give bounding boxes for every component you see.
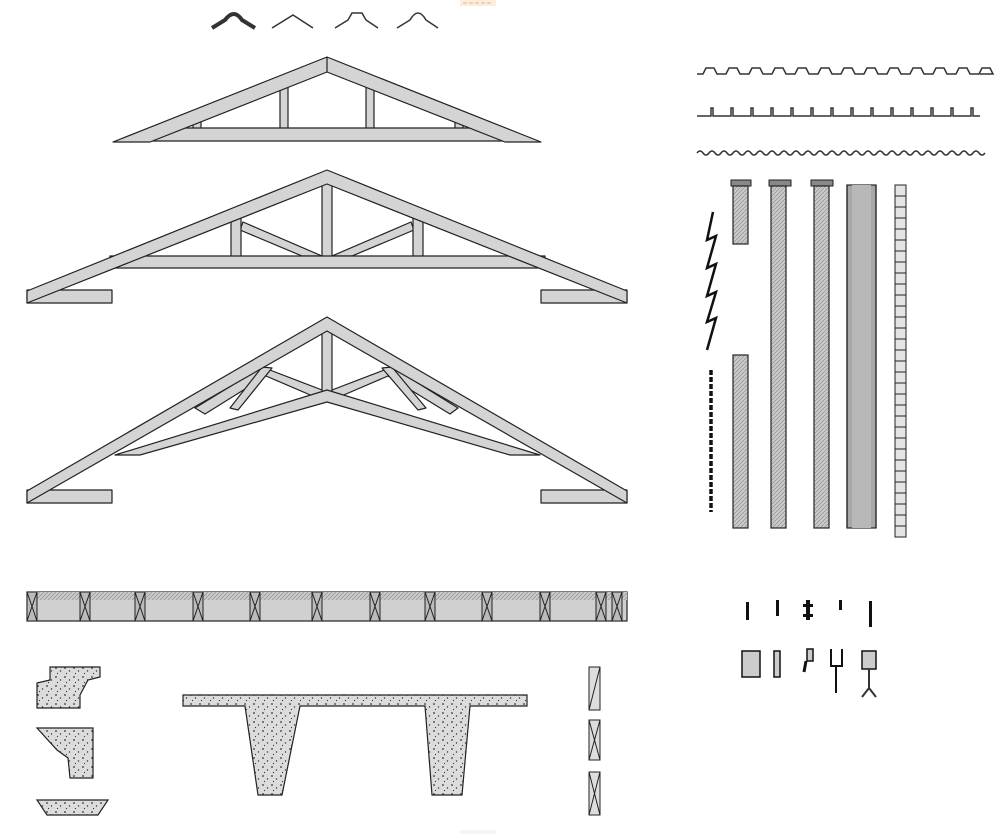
corbel-section bbox=[35, 727, 94, 779]
beam-stud bbox=[192, 591, 204, 622]
ridge-cap-pointed bbox=[271, 14, 314, 29]
king-post-truss bbox=[112, 56, 542, 143]
slab-section bbox=[35, 799, 110, 816]
pin-icon bbox=[839, 600, 842, 610]
block-unit bbox=[894, 437, 907, 450]
beam-stud bbox=[424, 591, 436, 622]
composite-beam bbox=[26, 591, 628, 622]
wall-section-4 bbox=[846, 184, 877, 529]
anchor-leg-icon bbox=[861, 669, 877, 698]
block-unit bbox=[894, 448, 907, 461]
beam-stud bbox=[539, 591, 551, 622]
double-tee-section bbox=[182, 694, 528, 796]
block-unit bbox=[894, 283, 907, 296]
block-unit bbox=[894, 261, 907, 274]
beam-stud bbox=[26, 591, 38, 622]
block-unit bbox=[894, 305, 907, 318]
block-unit bbox=[894, 338, 907, 351]
block-unit bbox=[894, 228, 907, 241]
block-unit bbox=[894, 184, 907, 197]
corrugated-sheet-profile bbox=[696, 150, 986, 156]
trapezoidal-sheet-profile bbox=[697, 67, 995, 75]
washer-icon bbox=[803, 604, 813, 607]
block-unit bbox=[894, 217, 907, 230]
beam-stud bbox=[311, 591, 323, 622]
block-unit bbox=[894, 382, 907, 395]
block-unit bbox=[894, 393, 907, 406]
fasteners bbox=[741, 600, 877, 698]
block-unit bbox=[894, 294, 907, 307]
bottom-chord bbox=[109, 255, 546, 269]
wall-section-3 bbox=[810, 179, 834, 529]
block-unit bbox=[894, 349, 907, 362]
beam-stud bbox=[134, 591, 146, 622]
block-unit bbox=[894, 404, 907, 417]
block-unit bbox=[894, 415, 907, 428]
roof-sheet-profiles bbox=[696, 67, 995, 156]
post-sections bbox=[588, 666, 601, 816]
block-unit bbox=[894, 514, 907, 527]
ridge-cap-flat bbox=[334, 12, 379, 29]
fork-anchor-icon bbox=[830, 649, 843, 693]
u-bracket-icon bbox=[741, 650, 761, 678]
top-chord bbox=[26, 169, 628, 304]
top-chord bbox=[26, 316, 628, 504]
bolt-icon bbox=[869, 601, 872, 627]
beam-stud bbox=[79, 591, 91, 622]
block-unit bbox=[894, 250, 907, 263]
ridge-cap-arched bbox=[396, 12, 439, 29]
queen-post-truss bbox=[26, 169, 628, 304]
ridge-cap-profiles bbox=[210, 12, 439, 30]
anchor-plate-icon bbox=[861, 650, 877, 670]
washer-icon bbox=[803, 614, 813, 617]
ledger-section bbox=[36, 666, 101, 709]
hook-icon bbox=[806, 648, 814, 662]
bolt-icon bbox=[776, 600, 779, 616]
block-unit bbox=[894, 371, 907, 384]
block-unit bbox=[894, 316, 907, 329]
block-unit bbox=[894, 195, 907, 208]
block-unit bbox=[894, 481, 907, 494]
block-unit bbox=[894, 239, 907, 252]
wall-sections bbox=[705, 179, 907, 538]
bolt-icon bbox=[746, 602, 749, 620]
block-unit bbox=[894, 459, 907, 472]
wall-section-2 bbox=[768, 179, 792, 529]
scissor-truss bbox=[26, 316, 628, 504]
concrete-sections bbox=[35, 666, 528, 816]
block-unit bbox=[894, 327, 907, 340]
ridge-cap-rounded bbox=[210, 12, 257, 30]
zigzag-section bbox=[705, 211, 718, 351]
bottom-chord bbox=[114, 389, 541, 456]
block-unit bbox=[894, 206, 907, 219]
block-unit bbox=[894, 470, 907, 483]
beam-stud bbox=[369, 591, 381, 622]
beam-stud bbox=[481, 591, 493, 622]
block-unit bbox=[894, 426, 907, 439]
block-unit bbox=[894, 360, 907, 373]
beam-stud bbox=[595, 591, 607, 622]
block-unit bbox=[894, 492, 907, 505]
bolt-icon bbox=[806, 600, 810, 620]
block-unit bbox=[894, 525, 907, 538]
selection-marker-bottom bbox=[460, 830, 496, 834]
wall-section-1 bbox=[730, 179, 752, 529]
bottom-chord bbox=[149, 127, 506, 142]
standing-seam-profile bbox=[697, 107, 980, 117]
angle-bracket-icon bbox=[773, 650, 781, 678]
block-unit bbox=[894, 503, 907, 516]
block-unit bbox=[894, 272, 907, 285]
wall-section-5 bbox=[894, 184, 907, 538]
beam-stud bbox=[611, 591, 623, 622]
beam-stud bbox=[249, 591, 261, 622]
